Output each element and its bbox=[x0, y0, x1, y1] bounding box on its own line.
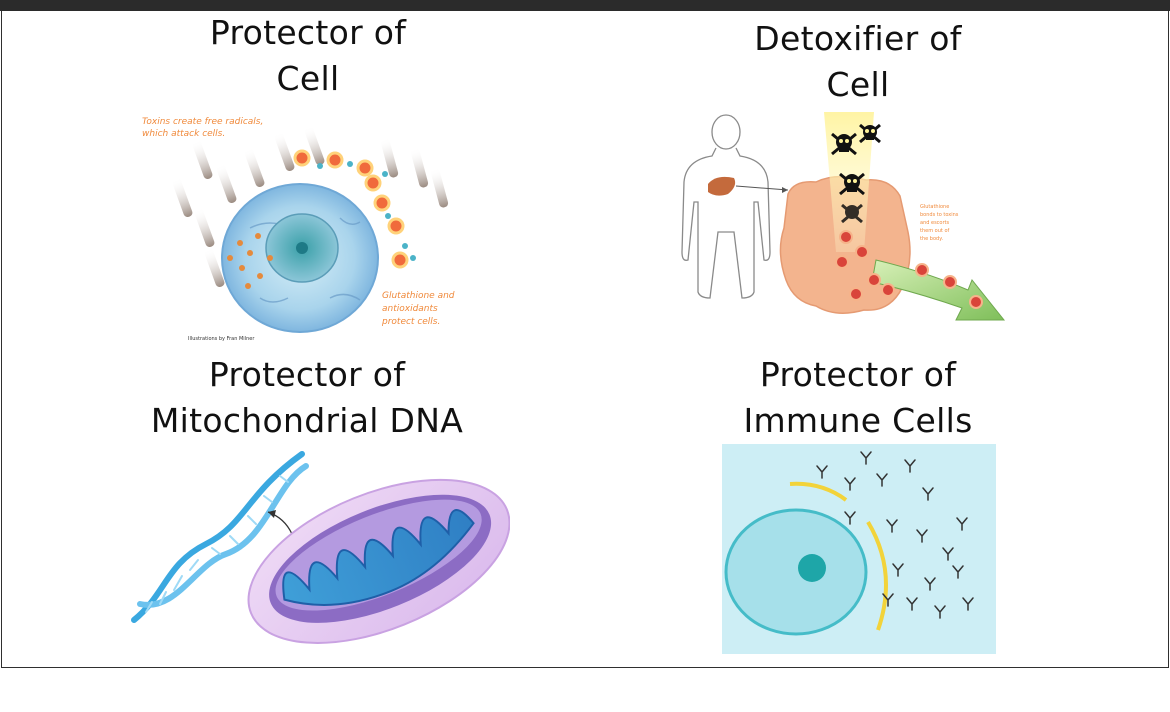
detoxifier-caption-4: them out of bbox=[920, 228, 950, 234]
mitochondrion bbox=[247, 478, 510, 644]
cell-protector-caption-bottom-1: Glutathione and bbox=[382, 291, 455, 301]
cell-protector-caption-top-2: which attack cells. bbox=[142, 129, 225, 139]
cell-protector-illustration: Toxins create free radicals, which attac… bbox=[142, 117, 455, 342]
human-silhouette bbox=[681, 114, 771, 299]
cell-protector-credit: Illustrations by Fran Milner bbox=[188, 336, 255, 342]
detoxifier-caption-2: bonds to toxins bbox=[920, 212, 959, 218]
antibody-arc-side bbox=[866, 520, 888, 631]
cell-protector-caption-top-1: Toxins create free radicals, bbox=[142, 117, 263, 127]
antibody-arc-top bbox=[789, 481, 848, 502]
liver-icon bbox=[708, 176, 736, 196]
cell-protector-caption-bottom-3: protect cells. bbox=[381, 317, 440, 327]
toxin-skulls bbox=[831, 123, 881, 224]
free-radicals bbox=[227, 233, 273, 289]
dna-helix bbox=[131, 451, 309, 623]
detoxifier-caption-3: and escorts bbox=[920, 220, 950, 226]
detoxifier-title: Detoxifier of Cell bbox=[710, 16, 1006, 108]
cell-protector-title: Protector of Cell bbox=[160, 10, 456, 102]
mito-title-line2: Mitochondrial DNA bbox=[150, 401, 464, 440]
immune-title-line1: Protector of bbox=[759, 355, 957, 394]
antibodies bbox=[816, 451, 974, 619]
detoxifier-illustration: Glutathione bonds to toxins and escorts … bbox=[681, 112, 1006, 321]
immune-nucleus bbox=[798, 554, 826, 582]
bound-toxins bbox=[835, 230, 983, 309]
cell-protector-caption-bottom-2: antioxidants bbox=[382, 304, 438, 314]
detoxifier-caption-5: the body. bbox=[920, 236, 943, 242]
mito-title: Protector of Mitochondrial DNA bbox=[118, 352, 496, 444]
immune-title-line2: Immune Cells bbox=[743, 401, 973, 440]
immune-cell bbox=[724, 508, 868, 636]
cell-protector-title-line2: Cell bbox=[276, 59, 340, 98]
detoxifier-title-line1: Detoxifier of bbox=[754, 19, 962, 58]
detoxifier-caption-1: Glutathione bbox=[920, 204, 949, 210]
detoxifier-title-line2: Cell bbox=[826, 65, 890, 104]
mito-illustration bbox=[131, 451, 510, 644]
mito-title-line1: Protector of bbox=[208, 355, 406, 394]
immune-title: Protector of Immune Cells bbox=[710, 352, 1006, 444]
glutathione-particles bbox=[293, 149, 416, 269]
top-bar bbox=[0, 0, 1170, 11]
toxin-streaks bbox=[172, 126, 449, 288]
immune-illustration bbox=[722, 444, 996, 654]
cell-protector-title-line1: Protector of bbox=[209, 13, 407, 52]
